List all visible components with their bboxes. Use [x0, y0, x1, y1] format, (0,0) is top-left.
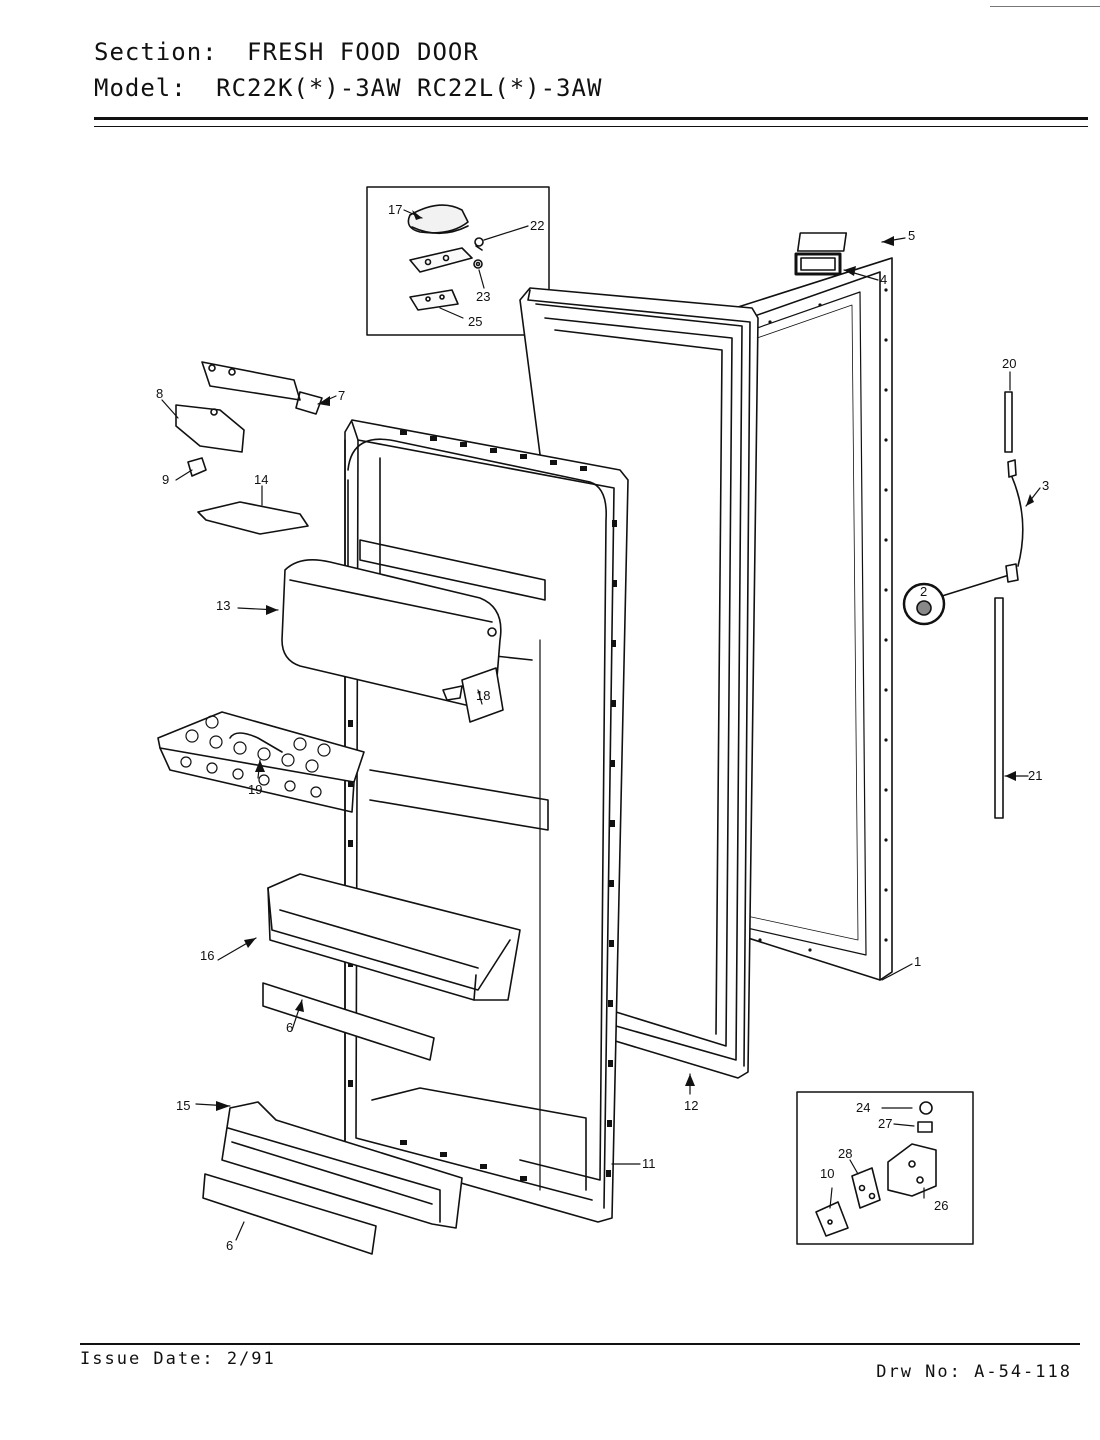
callout-22: 22 [530, 218, 544, 233]
door-shelf-bin [267, 873, 521, 1001]
callout-21: 21 [1028, 768, 1042, 783]
inset-hinge-parts [796, 1091, 974, 1245]
callout-3: 3 [1042, 478, 1049, 493]
butter-panel [442, 667, 504, 723]
callout-12: 12 [684, 1098, 698, 1113]
callout-6b: 6 [226, 1238, 233, 1253]
callout-9: 9 [162, 472, 169, 487]
trim-strips [202, 982, 435, 1255]
hinge-side-parts [902, 391, 1024, 819]
callout-23: 23 [476, 289, 490, 304]
inset-bracket-parts [366, 186, 550, 336]
callout-14: 14 [254, 472, 268, 487]
callout-labels: 17 22 23 25 5 4 20 3 2 21 1 12 11 7 8 9 … [156, 202, 1049, 1253]
drawing-number: Drw No: A-54-118 [876, 1362, 1072, 1382]
upper-left-parts [175, 361, 323, 535]
callout-1: 1 [914, 954, 921, 969]
egg-tray [157, 711, 365, 813]
callout-15: 15 [176, 1098, 190, 1113]
section-value: FRESH FOOD DOOR [247, 38, 479, 66]
callout-4: 4 [880, 272, 887, 287]
model-label: Model: [94, 74, 187, 102]
callout-10: 10 [820, 1166, 834, 1181]
callout-26: 26 [934, 1198, 948, 1213]
callout-6a: 6 [286, 1020, 293, 1035]
corner-mark [990, 0, 1100, 7]
callout-11: 11 [642, 1156, 656, 1171]
callout-20: 20 [1002, 356, 1016, 371]
callout-17: 17 [388, 202, 402, 217]
section-title: Section: FRESH FOOD DOOR [94, 38, 479, 66]
callout-19: 19 [248, 782, 262, 797]
callout-8: 8 [156, 386, 163, 401]
callout-5: 5 [908, 228, 915, 243]
callout-16: 16 [200, 948, 214, 963]
footer-rule [80, 1343, 1080, 1345]
callout-28: 28 [838, 1146, 852, 1161]
callout-27: 27 [878, 1116, 892, 1131]
bottom-door-bin [221, 1101, 463, 1229]
section-label: Section: [94, 38, 218, 66]
model-value: RC22K(*)-3AW RC22L(*)-3AW [216, 74, 603, 102]
callout-13: 13 [216, 598, 230, 613]
header-rule-top [94, 117, 1088, 120]
callout-7: 7 [338, 388, 345, 403]
callout-18: 18 [476, 688, 490, 703]
callout-24: 24 [856, 1100, 870, 1115]
callout-25: 25 [468, 314, 482, 329]
arrowheads [216, 210, 1034, 1111]
insignia-parts [794, 232, 848, 276]
callout-2: 2 [920, 584, 927, 599]
dairy-compartment-door [281, 559, 502, 707]
model-title: Model: RC22K(*)-3AW RC22L(*)-3AW [94, 74, 602, 102]
issue-date: Issue Date: 2/91 [80, 1349, 276, 1369]
inner-door-liner [344, 419, 629, 1223]
header-rule-bottom [94, 126, 1088, 127]
